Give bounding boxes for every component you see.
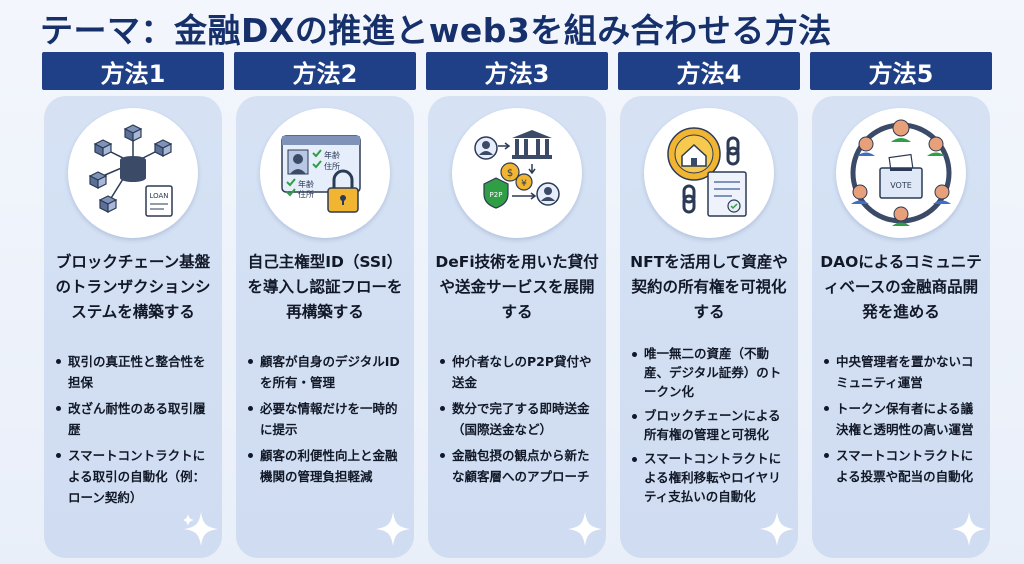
sparkle-icon [184,512,218,546]
p2p-shield-label: P2P [490,191,503,199]
bullet-item: トークン保有者による議決権と透明性の高い運営 [822,398,984,440]
sparkle-icon [568,512,602,546]
loan-document-label: LOAN [149,192,168,200]
bullet-item: 顧客が自身のデジタルIDを所有・管理 [246,351,408,393]
bullet-item: スマートコントラクトによる権利移転やロイヤリティ支払いの自動化 [630,449,792,506]
bullet-item: 改ざん耐性のある取引履歴 [54,398,216,440]
method-panel: NFTを活用して資産や契約の所有権を可視化する 唯一無二の資産（不動産、デジタル… [620,96,798,558]
sparkle-icon [376,512,410,546]
id-field-address-label-2: 住所 [298,189,314,199]
method-panel: 年齢 住所 年齢 住所 自己主権型ID（SSI）を導入し認証フローを再構築する … [236,96,414,558]
method-panel: $ ¥ P2P DeFi技術を用いた貸付や送金サービスを展開する 仲介者なしのP… [428,96,606,558]
method-column-2: 方法2 年齢 住所 年齢 住所 自己主権 [234,52,416,558]
method-header: 方法1 [42,52,224,90]
vote-box-label: VOTE [890,181,912,190]
bullet-item: 顧客の利便性向上と金融機関の管理負担軽減 [246,445,408,487]
method-column-5: 方法5 [810,52,992,558]
bullet-item: 仲介者なしのP2P貸付や送金 [438,351,600,393]
method-panel: VOTE DAOによるコミュニティベースの金融商品開発を進める 中央管理者を置か… [812,96,990,558]
method-bullet-list: 仲介者なしのP2P貸付や送金 数分で完了する即時送金（国際送金など） 金融包摂の… [438,351,600,492]
bullet-item: 数分で完了する即時送金（国際送金など） [438,398,600,440]
bullet-item: 必要な情報だけを一時的に提示 [246,398,408,440]
id-card-lock-icon: 年齢 住所 年齢 住所 [260,108,390,238]
page-title: テーマ：金融DXの推進とweb3を組み合わせる方法 [40,11,832,50]
method-header: 方法5 [810,52,992,90]
bullet-item: ブロックチェーンによる所有権の管理と可視化 [630,406,792,444]
method-bullet-list: 唯一無二の資産（不動産、デジタル証券）のトークン化 ブロックチェーンによる所有権… [630,344,792,511]
defi-flow-icon: $ ¥ P2P [452,108,582,238]
method-header: 方法2 [234,52,416,90]
svg-text:¥: ¥ [521,179,527,189]
method-heading: NFTを活用して資産や契約の所有権を可視化する [630,253,788,321]
sparkle-icon [760,512,794,546]
nft-asset-icon [644,108,774,238]
method-column-1: 方法1 [42,52,224,558]
bullet-item: スマートコントラクトによる取引の自動化（例：ローン契約） [54,445,216,508]
method-bullet-list: 顧客が自身のデジタルIDを所有・管理 必要な情報だけを一時的に提示 顧客の利便性… [246,351,408,492]
method-heading: DeFi技術を用いた貸付や送金サービスを展開する [435,253,599,321]
svg-text:$: $ [507,168,513,179]
method-column-3: 方法3 $ ¥ P2P [426,52,608,558]
method-header: 方法4 [618,52,800,90]
method-panel: LOAN ブロックチェーン基盤のトランザクションシステムを構築する 取引の真正性… [44,96,222,558]
bullet-item: 取引の真正性と整合性を担保 [54,351,216,393]
id-field-age-label: 年齢 [324,150,340,160]
method-bullet-list: 中央管理者を置かないコミュニティ運営 トークン保有者による議決権と透明性の高い運… [822,351,984,492]
sparkle-icon [952,512,986,546]
bullet-item: 中央管理者を置かないコミュニティ運営 [822,351,984,393]
method-column-4: 方法4 [618,52,800,558]
bullet-item: 唯一無二の資産（不動産、デジタル証券）のトークン化 [630,344,792,401]
dao-vote-icon: VOTE [836,108,966,238]
method-heading: DAOによるコミュニティベースの金融商品開発を進める [820,253,982,321]
bullet-item: 金融包摂の観点から新たな顧客層へのアプローチ [438,445,600,487]
blockchain-network-icon: LOAN [68,108,198,238]
method-heading: 自己主権型ID（SSI）を導入し認証フローを再構築する [247,253,403,321]
method-header: 方法3 [426,52,608,90]
bullet-item: スマートコントラクトによる投票や配当の自動化 [822,445,984,487]
id-field-address-label: 住所 [324,161,340,171]
method-bullet-list: 取引の真正性と整合性を担保 改ざん耐性のある取引履歴 スマートコントラクトによる… [54,351,216,513]
id-field-age-label-2: 年齢 [298,179,314,189]
method-heading: ブロックチェーン基盤のトランザクションシステムを構築する [55,253,211,321]
